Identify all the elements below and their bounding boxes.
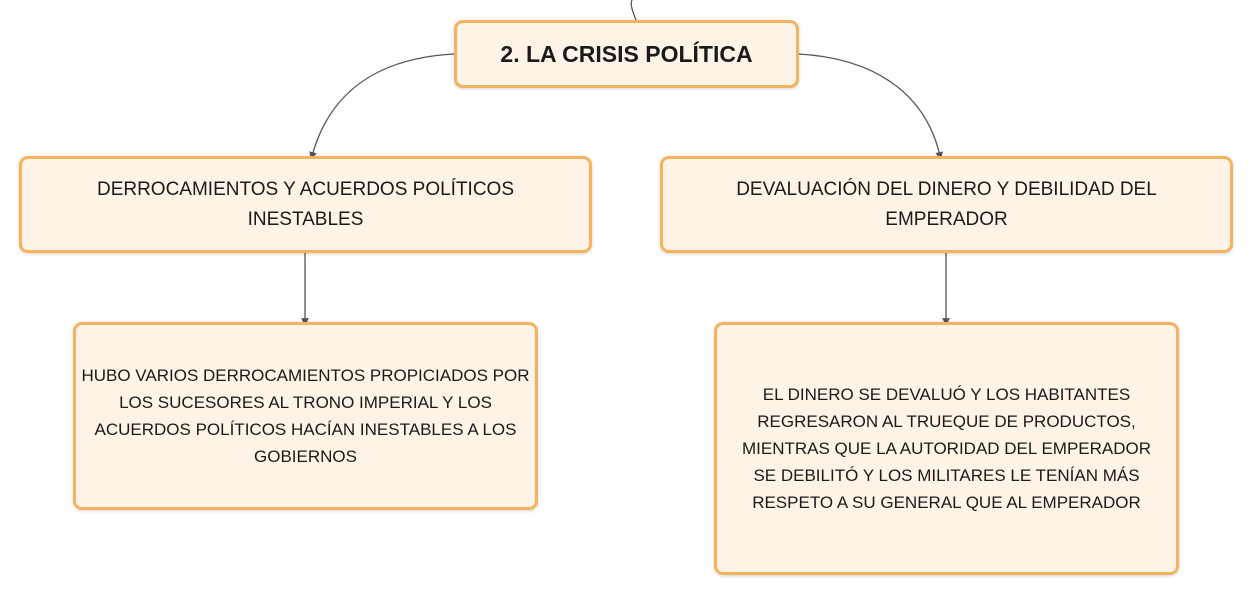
connector-from-parent <box>630 0 637 21</box>
topic-node-label: DEVALUACIÓN DEL DINERO Y DEBILIDAD DEL E… <box>736 178 1157 230</box>
detail-node-devaluacion[interactable]: EL DINERO SE DEVALUÓ Y LOS HABITANTES RE… <box>714 322 1179 575</box>
topic-node-label: DERROCAMIENTOS Y ACUERDOS POLÍTICOS INES… <box>96 178 515 230</box>
topic-node-derrocamientos[interactable]: DERROCAMIENTOS Y ACUERDOS POLÍTICOS INES… <box>19 156 592 253</box>
detail-node-derrocamientos[interactable]: HUBO VARIOS DERROCAMIENTOS PROPICIADOS P… <box>73 322 538 510</box>
detail-node-text: EL DINERO SE DEVALUÓ Y LOS HABITANTES RE… <box>741 385 1152 512</box>
detail-node-text: HUBO VARIOS DERROCAMIENTOS PROPICIADOS P… <box>81 366 530 466</box>
connector-root-to-left-topic <box>309 53 455 160</box>
topic-node-devaluacion[interactable]: DEVALUACIÓN DEL DINERO Y DEBILIDAD DEL E… <box>660 156 1233 253</box>
root-node-label: 2. LA CRISIS POLÍTICA <box>500 40 753 67</box>
root-node[interactable]: 2. LA CRISIS POLÍTICA <box>454 20 799 88</box>
connector-root-to-right-topic <box>798 53 943 160</box>
